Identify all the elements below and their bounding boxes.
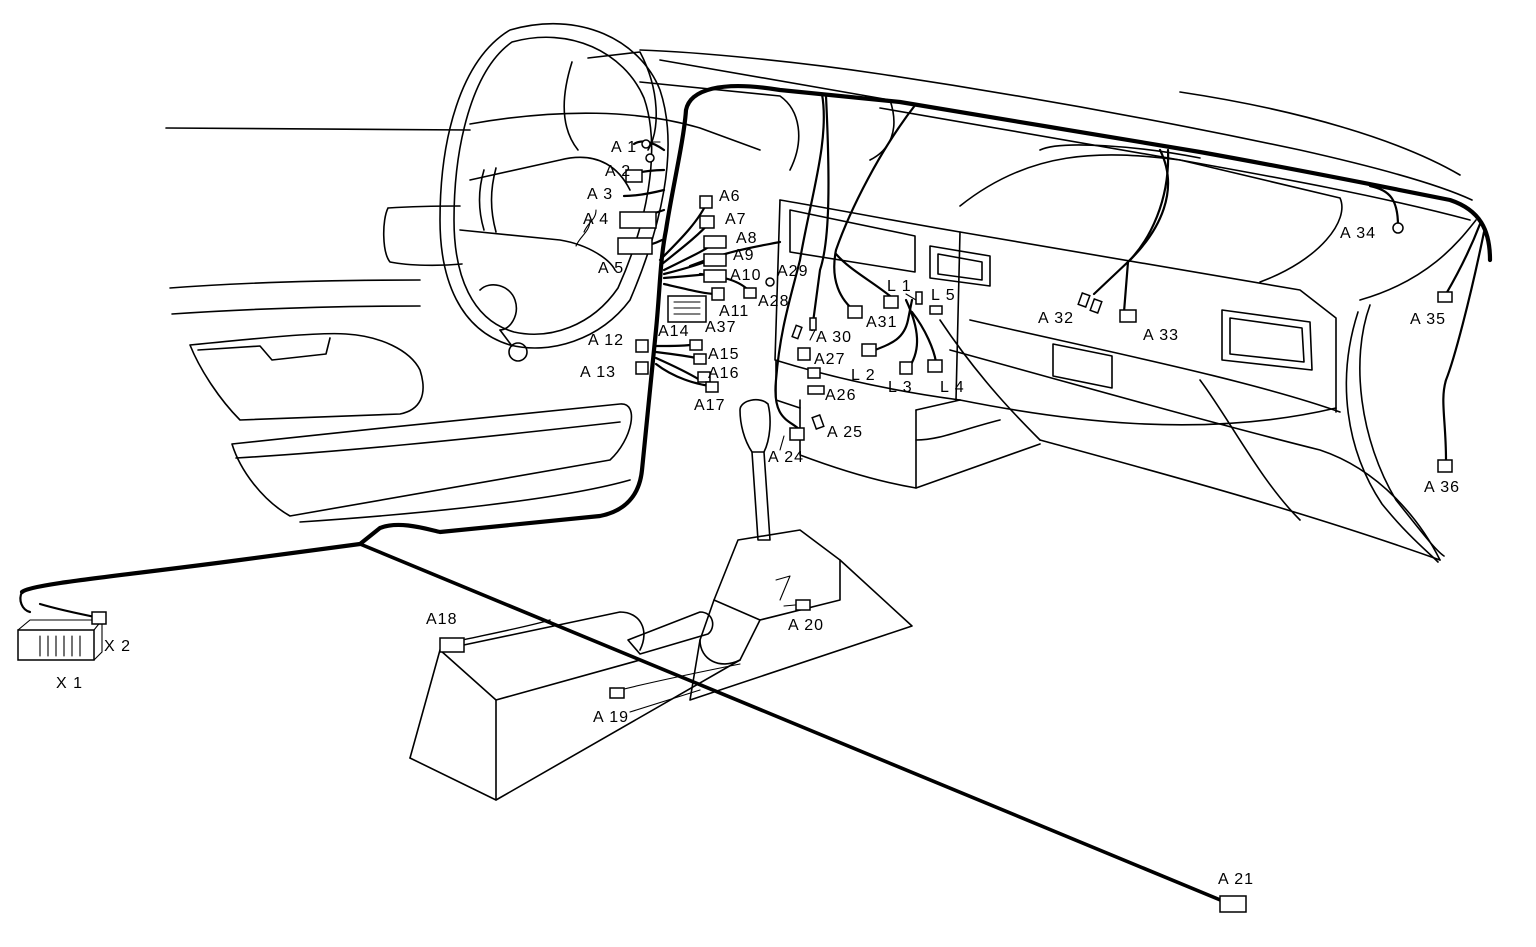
label-l2: L 2 <box>851 367 876 384</box>
label-a5: A 5 <box>598 260 624 277</box>
label-a12: A 12 <box>588 332 624 349</box>
label-a20: A 20 <box>788 617 824 634</box>
label-l1: L 1 <box>887 278 912 295</box>
label-a14: A14 <box>658 323 689 340</box>
label-a13: A 13 <box>580 364 616 381</box>
label-a15: A15 <box>708 346 739 363</box>
label-a33: A 33 <box>1143 327 1179 344</box>
label-a32: A 32 <box>1038 310 1074 327</box>
dashboard-outline <box>165 49 1477 563</box>
label-a36: A 36 <box>1424 479 1460 496</box>
label-a7: A7 <box>725 211 747 228</box>
label-a24: A 24 <box>768 449 804 466</box>
connectors <box>17 139 1453 913</box>
label-a18: A18 <box>426 611 457 628</box>
label-a4: A 4 <box>583 211 609 228</box>
label-a1: A 1 <box>611 139 637 156</box>
label-x1: X 1 <box>56 675 83 692</box>
label-a16: A16 <box>708 365 739 382</box>
steering-wheel <box>439 22 669 362</box>
label-a9: A9 <box>733 247 755 264</box>
label-l3: L 3 <box>888 379 913 396</box>
door-panel <box>189 332 633 523</box>
label-a25: A 25 <box>827 424 863 441</box>
label-a11: A11 <box>719 303 749 320</box>
label-a21: A 21 <box>1218 871 1254 888</box>
wiring-harness <box>19 83 1493 906</box>
label-a27: A27 <box>814 351 845 368</box>
label-a29: A29 <box>777 263 808 280</box>
label-a35: A 35 <box>1410 311 1446 328</box>
label-a34: A 34 <box>1340 225 1376 242</box>
label-a37: A37 <box>705 319 736 336</box>
label-a10: A10 <box>730 267 761 284</box>
center-console <box>409 398 913 801</box>
label-a3: A 3 <box>587 186 613 203</box>
label-l5: L 5 <box>931 287 956 304</box>
label-x2: X 2 <box>104 638 131 655</box>
label-a17: A17 <box>694 397 725 414</box>
label-l4: L 4 <box>940 379 965 396</box>
label-a19: A 19 <box>593 709 629 726</box>
label-a31: A31 <box>866 314 897 331</box>
label-a30: A 30 <box>816 329 852 346</box>
label-a26: A26 <box>825 387 856 404</box>
label-a2: A 2 <box>605 163 631 180</box>
label-a28: A28 <box>758 293 789 310</box>
label-a6: A6 <box>719 188 741 205</box>
label-a8: A8 <box>736 230 758 247</box>
